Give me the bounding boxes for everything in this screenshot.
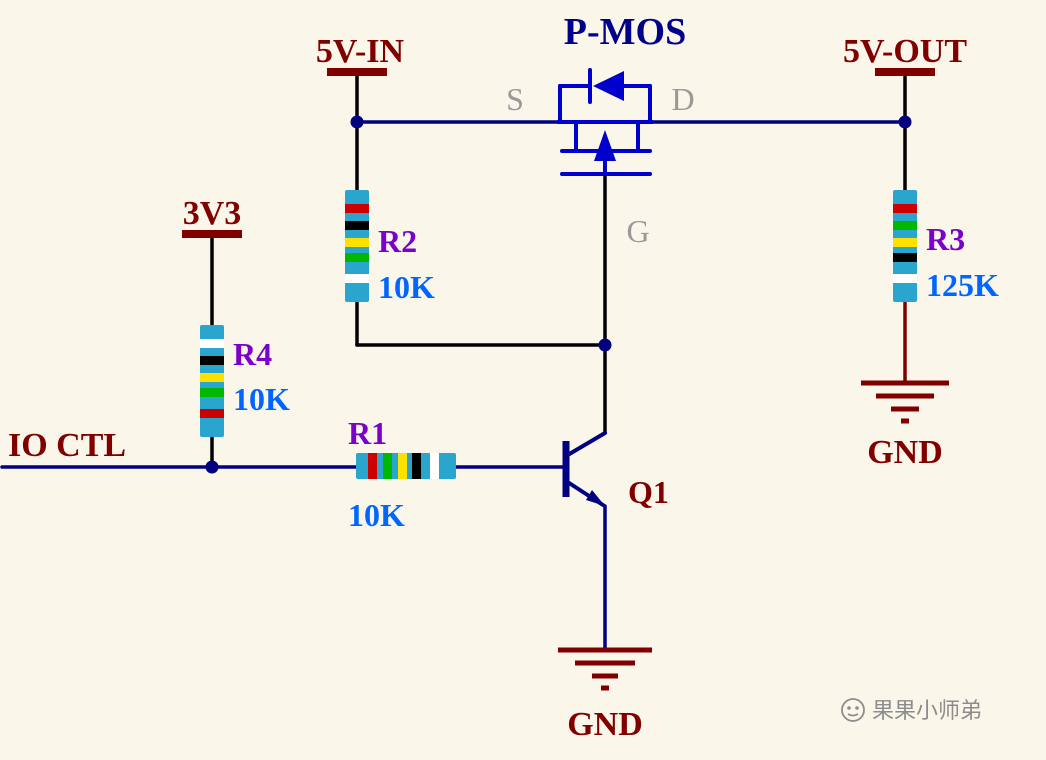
r2-band <box>345 274 369 283</box>
r3-band <box>893 221 917 230</box>
resistor-r1: R1 10K <box>348 415 456 533</box>
pmos-pin-s: S <box>506 81 524 117</box>
junction-io <box>205 460 219 474</box>
r4-band <box>200 339 224 348</box>
r3-band <box>893 274 917 283</box>
q1-transistor: Q1 <box>562 431 669 510</box>
net-label-io-ctl: IO CTL <box>8 427 126 464</box>
gnd-bottom-label: GND <box>567 706 643 743</box>
q1-label: Q1 <box>628 474 669 510</box>
r3-refdes: R3 <box>926 221 965 257</box>
power-port-3v3: 3V3 <box>182 195 242 238</box>
pmos-pin-d: D <box>671 81 694 117</box>
resistor-r3: R3 125K <box>893 190 999 303</box>
r4-refdes: R4 <box>233 336 272 372</box>
q1-emitter-arrow <box>586 490 605 506</box>
resistor-r2: R2 10K <box>345 190 435 305</box>
pmos-diode-triangle <box>593 71 624 101</box>
r4-value: 10K <box>233 381 290 417</box>
junction-vin <box>350 115 364 129</box>
watermark: 果果小师弟 <box>841 698 982 723</box>
r2-refdes: R2 <box>378 223 417 259</box>
r1-band <box>368 453 377 479</box>
r3-band <box>893 204 917 213</box>
pmos-substrate-arrow <box>594 130 616 161</box>
r2-value: 10K <box>378 269 435 305</box>
r1-value: 10K <box>348 497 405 533</box>
watermark-logo-eye-right <box>855 706 859 710</box>
pmos-transistor: P-MOS S D G <box>506 11 694 249</box>
watermark-logo-icon <box>841 698 865 722</box>
r1-band <box>430 453 439 479</box>
pmos-label: P-MOS <box>564 11 686 53</box>
r2-band <box>345 221 369 230</box>
pmos-pin-g: G <box>626 213 649 249</box>
junction-vout <box>898 115 912 129</box>
r1-band <box>398 453 407 479</box>
watermark-text: 果果小师弟 <box>872 698 982 723</box>
r1-band <box>412 453 421 479</box>
watermark-logo-mouth <box>847 713 859 717</box>
power-port-5v-out: 5V-OUT <box>843 33 967 76</box>
r2-band <box>345 204 369 213</box>
net-label-3v3: 3V3 <box>183 195 242 232</box>
junction-gate <box>598 338 612 352</box>
power-port-5v-in: 5V-IN <box>316 33 405 76</box>
junctions <box>205 115 912 474</box>
r1-band <box>383 453 392 479</box>
r2-band <box>345 238 369 247</box>
ground-right: GND <box>861 380 949 471</box>
net-label-5v-in: 5V-IN <box>316 33 405 70</box>
r2-band <box>345 253 369 262</box>
gnd-right-label: GND <box>867 434 943 471</box>
r3-band <box>893 253 917 262</box>
r3-value: 125K <box>926 267 999 303</box>
r4-band <box>200 388 224 397</box>
r3-band <box>893 238 917 247</box>
ground-bottom: GND <box>558 647 652 743</box>
r4-band <box>200 409 224 418</box>
watermark-logo-eye-left <box>847 706 851 710</box>
net-label-5v-out: 5V-OUT <box>843 33 967 70</box>
wires <box>0 72 907 650</box>
r4-band <box>200 373 224 382</box>
r1-refdes: R1 <box>348 415 387 451</box>
q1-collector-line <box>564 431 607 458</box>
r4-band <box>200 356 224 365</box>
resistor-r4: R4 10K <box>200 325 290 437</box>
